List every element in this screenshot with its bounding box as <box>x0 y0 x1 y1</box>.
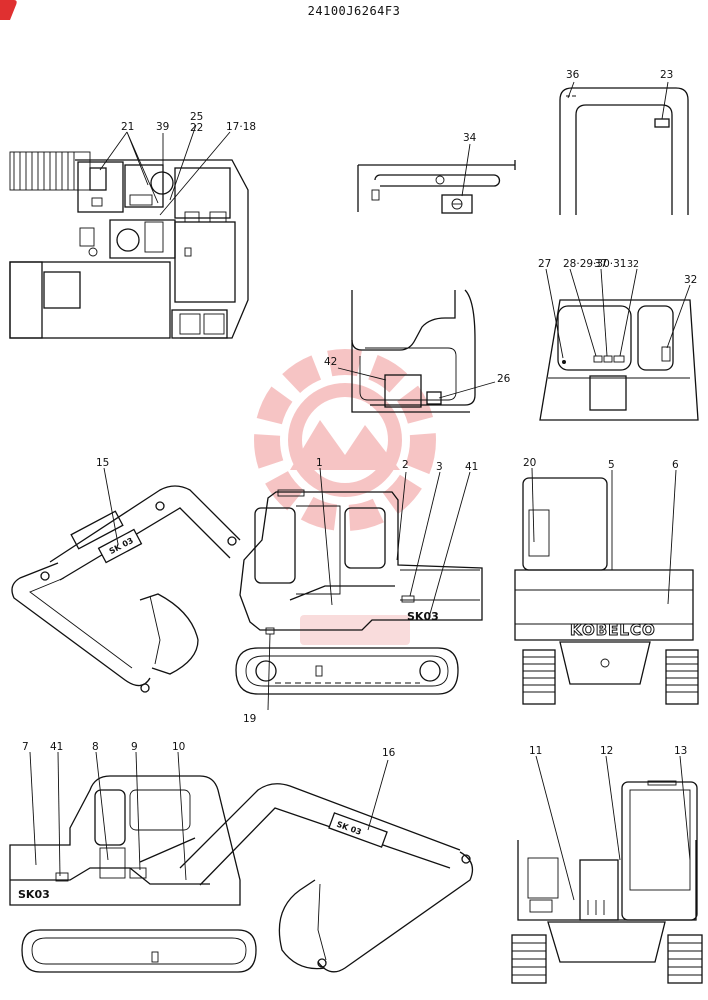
callout-32: 32 <box>684 274 697 286</box>
callout-41-a: 41 <box>465 461 478 473</box>
callout-34: 34 <box>463 132 477 144</box>
callout-3: 3 <box>436 461 443 473</box>
callout-10: 10 <box>172 741 185 753</box>
callout-7: 7 <box>22 741 29 753</box>
callout-26: 27 <box>538 258 551 270</box>
brand-decal-rear: KOBELCO <box>570 621 656 639</box>
callout-37: 37 <box>594 258 607 270</box>
document-code: 24100J6264F3 <box>307 4 401 18</box>
callout-19: 20 <box>523 457 536 469</box>
excavator-side-view-right: SK03 SK 03 <box>9 751 474 973</box>
callout-9: 9 <box>131 741 138 753</box>
callout-39: 39 <box>156 121 169 133</box>
corner-mark <box>0 0 17 20</box>
callout-41-b: 41 <box>50 741 63 753</box>
callout-23: 25 <box>190 111 203 123</box>
cab-top-rail-view <box>357 143 516 214</box>
callout-17-18: 19 <box>243 713 256 725</box>
callout-11: 11 <box>529 745 542 757</box>
callout-1: 1 <box>316 457 323 469</box>
callout-13: 13 <box>674 745 687 757</box>
callout-2: 2 <box>402 459 409 471</box>
side-window-view <box>337 289 496 413</box>
callout-6: 6 <box>672 459 679 471</box>
callout-20: 21 <box>121 121 134 133</box>
callout-8: 8 <box>92 741 99 753</box>
callout-28-31: 32 <box>627 259 639 270</box>
excavator-rear-view: KOBELCO <box>514 467 699 705</box>
cab-rear-view <box>539 268 699 421</box>
callout-36: 36 <box>566 69 580 81</box>
model-decal-right: SK03 <box>18 888 50 901</box>
engine-compartment-view <box>9 151 249 339</box>
callout-12: 12 <box>600 745 613 757</box>
cab-frame-view <box>559 81 689 215</box>
callout-5: 5 <box>608 459 615 471</box>
callout-leaders-a <box>99 124 231 216</box>
model-decal-left: SK03 <box>407 610 439 623</box>
callout-21: 22 <box>190 122 203 134</box>
callout-15: 16 <box>382 747 396 759</box>
callout-27: 28·29·30·31 <box>563 258 626 270</box>
callout-25: 26 <box>497 373 511 385</box>
callout-22: 23 <box>660 69 673 81</box>
callout-14: 15 <box>96 457 109 469</box>
excavator-front-view <box>511 755 703 984</box>
callout-16: 17·18 <box>226 121 256 133</box>
excavator-side-view-left: SK 03 SK03 <box>11 467 483 711</box>
callout-42: 42 <box>324 356 337 368</box>
callout-labels: 21 39 25 22 17·18 34 36 23 27 28·29·30·3… <box>22 69 697 759</box>
